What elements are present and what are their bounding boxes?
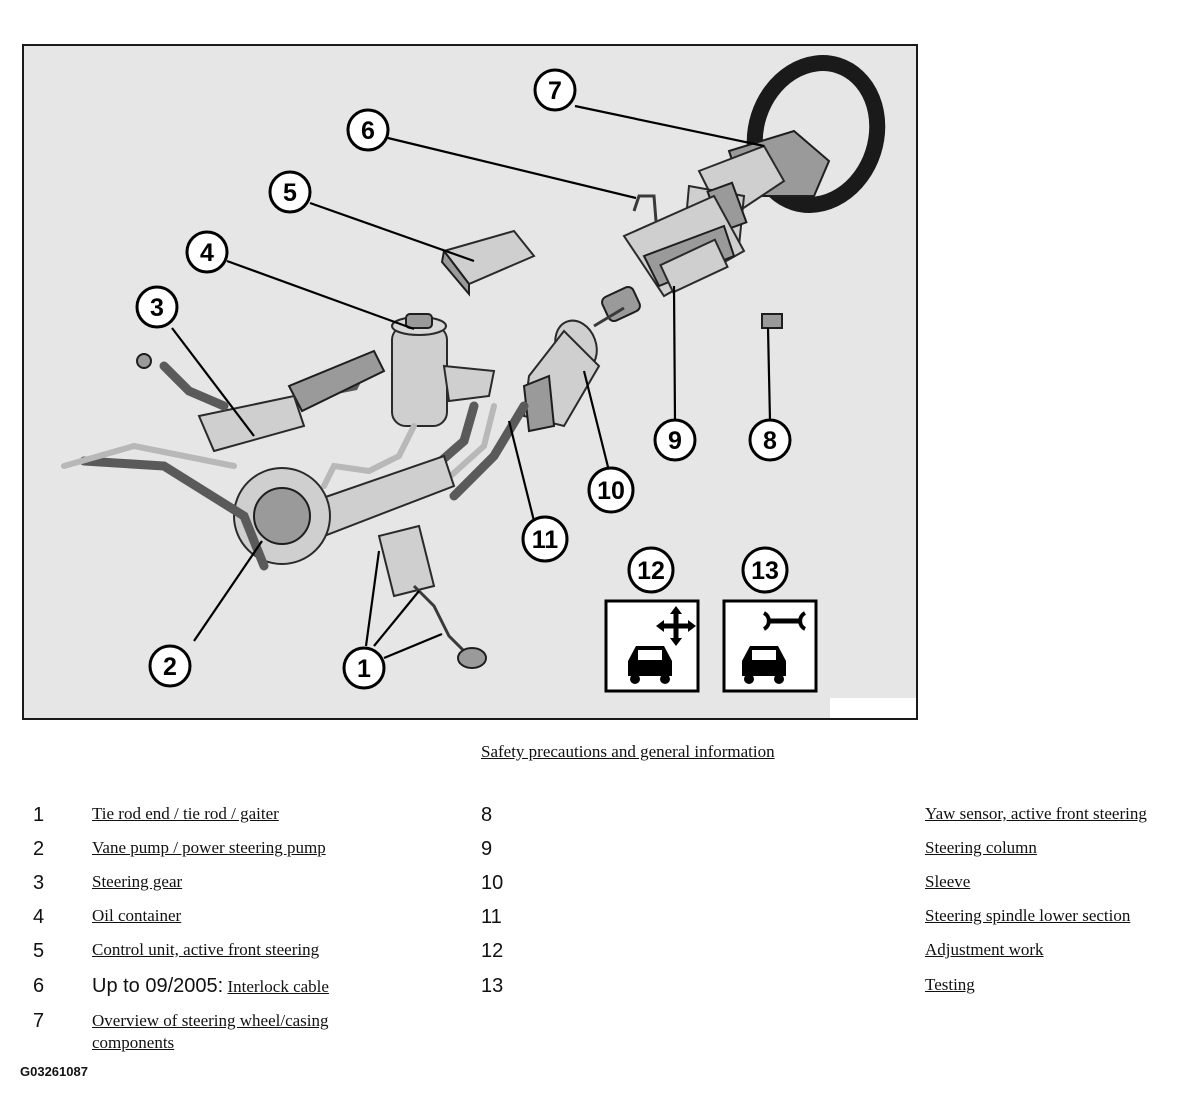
legend-link-testing[interactable]: Testing <box>925 975 975 994</box>
steering-gear-drawing <box>136 353 487 669</box>
callout-4: 4 <box>185 230 229 274</box>
legend-num: 4 <box>33 906 45 928</box>
svg-text:7: 7 <box>548 77 562 105</box>
callout-11: 11 <box>521 515 569 563</box>
callout-2: 2 <box>148 644 192 688</box>
callout-7: 7 <box>533 68 577 112</box>
legend-link-sleeve[interactable]: Sleeve <box>925 872 971 891</box>
legend-num: 6 <box>33 975 45 997</box>
legend-num: 5 <box>33 940 45 962</box>
callout-12: 12 <box>627 546 675 594</box>
svg-text:1: 1 <box>357 655 371 683</box>
testing-icon <box>722 599 818 693</box>
svg-text:8: 8 <box>763 427 777 455</box>
svg-text:4: 4 <box>200 239 214 267</box>
leader-lines <box>171 104 772 660</box>
sleeve-drawing <box>522 319 601 433</box>
vane-pump-drawing <box>61 442 331 571</box>
legend-link-steering-column[interactable]: Steering column <box>925 838 1037 857</box>
svg-text:13: 13 <box>751 557 779 585</box>
interlock-cable-drawing <box>632 194 658 222</box>
steering-wheel-drawing <box>682 55 886 248</box>
legend-num: 11 <box>481 906 502 928</box>
caption-link[interactable]: Safety precautions and general informati… <box>481 742 775 761</box>
svg-text:9: 9 <box>668 427 682 455</box>
svg-text:5: 5 <box>283 179 297 207</box>
steering-spindle-drawing <box>449 401 529 501</box>
callout-6: 6 <box>346 108 390 152</box>
legend-link-tie-rod[interactable]: Tie rod end / tie rod / gaiter <box>92 804 279 823</box>
oil-container-drawing <box>391 313 496 427</box>
legend-num: 2 <box>33 838 45 860</box>
steering-system-diagram: 1 2 3 4 5 6 7 8 9 10 11 12 13 <box>22 44 918 720</box>
legend-link-steering-gear[interactable]: Steering gear <box>92 872 183 891</box>
svg-text:3: 3 <box>150 294 164 322</box>
callout-10: 10 <box>587 466 635 514</box>
legend-link-yaw-sensor[interactable]: Yaw sensor, active front steering <box>925 804 1147 823</box>
legend-link-steering-spindle[interactable]: Steering spindle lower section <box>925 906 1131 925</box>
diagram-illustration: 1 2 3 4 5 6 7 8 9 10 11 12 13 <box>61 55 886 693</box>
callout-5: 5 <box>268 170 312 214</box>
svg-text:11: 11 <box>532 526 559 554</box>
legend-link-control-unit[interactable]: Control unit, active front steering <box>92 940 320 959</box>
legend-num: 9 <box>481 838 493 860</box>
legend-prefix: Up to 09/2005: <box>92 975 224 997</box>
legend-link-oil-container[interactable]: Oil container <box>92 906 182 925</box>
yaw-sensor-drawing <box>761 313 783 329</box>
steering-column-drawing <box>593 194 746 328</box>
callout-13: 13 <box>741 546 789 594</box>
legend-row-6: Up to 09/2005: Interlock cable <box>92 975 329 998</box>
callout-8: 8 <box>748 418 792 462</box>
callout-3: 3 <box>135 285 179 329</box>
legend-link-adjustment-work[interactable]: Adjustment work <box>925 940 1044 959</box>
legend-num: 3 <box>33 872 45 894</box>
legend-num: 12 <box>481 940 504 962</box>
legend-num: 8 <box>481 804 493 826</box>
svg-text:10: 10 <box>597 477 625 505</box>
legend-num: 1 <box>33 804 45 826</box>
svg-text:2: 2 <box>163 653 177 681</box>
legend-num: 13 <box>481 975 504 997</box>
callout-9: 9 <box>653 418 697 462</box>
legend-link-steering-wheel-overview[interactable]: Overview of steering wheel/casing compon… <box>92 1011 329 1052</box>
svg-text:12: 12 <box>637 557 665 585</box>
legend-num: 10 <box>481 872 504 894</box>
legend-link-vane-pump[interactable]: Vane pump / power steering pump <box>92 838 326 857</box>
svg-text:6: 6 <box>361 117 375 145</box>
callout-1: 1 <box>342 646 386 690</box>
figure-id: G03261087 <box>20 1064 88 1079</box>
adjustment-work-icon <box>604 599 700 693</box>
legend-link-interlock-cable[interactable]: Interlock cable <box>227 977 329 996</box>
legend-num: 7 <box>33 1010 45 1032</box>
